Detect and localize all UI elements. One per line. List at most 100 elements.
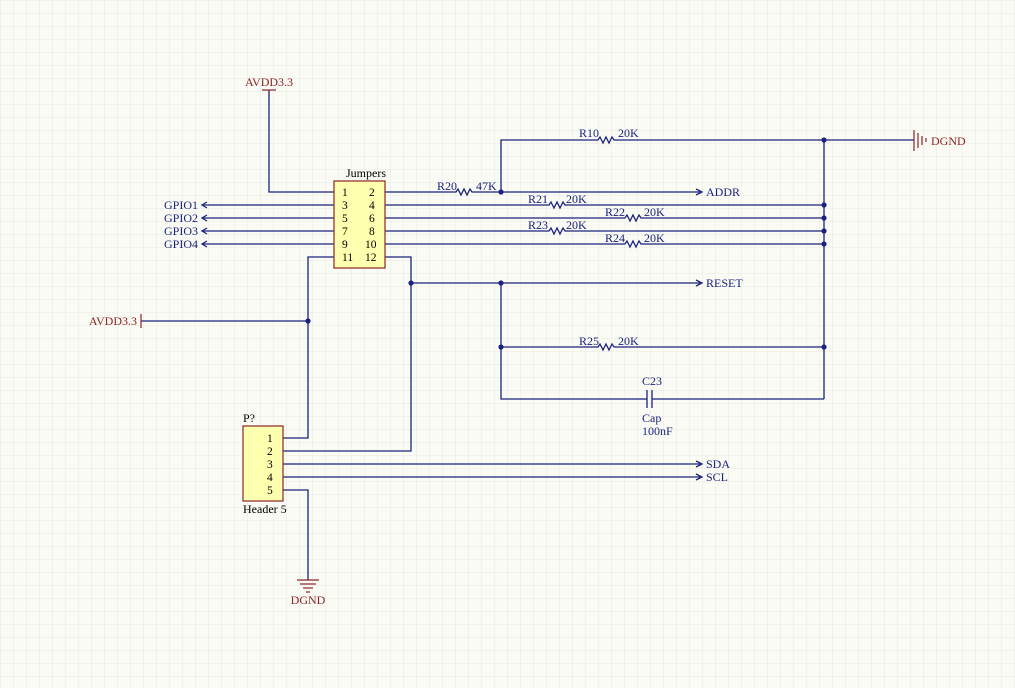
component-body — [242, 425, 284, 502]
resistor-icon — [606, 239, 643, 249]
port-addr[interactable]: ADDR — [695, 185, 740, 199]
resistor-r20[interactable]: R20 47K — [436, 179, 497, 197]
gpio-port-4[interactable]: GPIO4 — [164, 237, 208, 251]
pin-number: 7 — [342, 226, 348, 238]
pin-number: 9 — [342, 239, 348, 251]
resistor-value: 20K — [644, 231, 665, 245]
port-label: GPIO1 — [164, 198, 198, 212]
pin-number: 3 — [267, 459, 273, 471]
wire-reset-r25-c23[interactable] — [500, 283, 824, 400]
ground-icon — [297, 579, 319, 593]
port-scl[interactable]: SCL — [695, 470, 728, 484]
power-label: AVDD3.3 — [89, 314, 137, 328]
wire-r10-net[interactable] — [500, 139, 914, 192]
pin-number: 11 — [342, 252, 353, 264]
header-component[interactable]: P? 1 2 3 4 5 Header 5 — [242, 411, 287, 516]
port-arrow-icon — [695, 460, 704, 468]
port-arrow-icon — [695, 473, 704, 481]
resistor-value: 20K — [566, 218, 587, 232]
pin-number: 8 — [369, 226, 375, 238]
pin-number: 1 — [267, 433, 273, 445]
power-label: DGND — [931, 134, 966, 148]
resistor-icon — [530, 200, 567, 210]
pin-number: 6 — [369, 213, 375, 225]
junction — [821, 228, 827, 234]
wires — [141, 90, 914, 580]
junction — [498, 280, 504, 286]
pin-number: 4 — [267, 472, 273, 484]
port-label: GPIO3 — [164, 224, 198, 238]
resistor-value: 20K — [644, 205, 665, 219]
junction — [821, 215, 827, 221]
resistor-r22[interactable]: R22 20K — [605, 205, 665, 223]
junction — [305, 318, 311, 324]
resistor-value: 20K — [618, 334, 639, 348]
power-avdd-left[interactable]: AVDD3.3 — [89, 314, 142, 328]
resistor-ref: R24 — [605, 231, 625, 245]
wire-header5-dgnd[interactable] — [283, 489, 309, 580]
port-label: SCL — [706, 470, 728, 484]
resistor-ref: R23 — [528, 218, 548, 232]
wire-pin12-reset[interactable] — [283, 256, 412, 452]
component-name: Header 5 — [243, 502, 287, 516]
capacitor-ref: C23 — [642, 374, 662, 388]
junction — [408, 280, 414, 286]
port-arrow-icon — [200, 240, 208, 248]
junction — [821, 241, 827, 247]
port-label: SDA — [706, 457, 730, 471]
junction — [821, 202, 827, 208]
port-label: GPIO4 — [164, 237, 198, 251]
resistor-ref: R10 — [579, 126, 599, 140]
power-label: DGND — [291, 593, 326, 607]
pin-number: 3 — [342, 200, 348, 212]
gpio-port-3[interactable]: GPIO3 — [164, 224, 208, 238]
port-arrow-icon — [200, 227, 208, 235]
port-label: ADDR — [706, 185, 740, 199]
resistor-icon — [578, 135, 615, 145]
junctions — [305, 137, 827, 350]
resistor-r21[interactable]: R21 20K — [528, 192, 587, 210]
pin-number: 4 — [369, 200, 375, 212]
power-dgnd-bottom[interactable]: DGND — [291, 579, 326, 607]
port-arrow-icon — [695, 279, 704, 287]
resistor-r23[interactable]: R23 20K — [528, 218, 587, 236]
pin-number: 2 — [267, 446, 273, 458]
resistor-ref: R21 — [528, 192, 548, 206]
capacitor-type: Cap — [642, 411, 661, 425]
jumpers-component[interactable]: Jumpers 1 3 5 7 9 11 2 4 6 8 10 12 — [333, 166, 386, 269]
pin-number: 1 — [342, 187, 348, 199]
component-designator: P? — [243, 411, 255, 425]
resistor-ref: R22 — [605, 205, 625, 219]
port-sda[interactable]: SDA — [695, 457, 730, 471]
capacitor-value: 100nF — [642, 424, 673, 438]
wire-pin11-header1[interactable] — [283, 256, 334, 439]
gpio-port-1[interactable]: GPIO1 — [164, 198, 208, 212]
junction — [498, 344, 504, 350]
wire-avdd-to-jumper-pin1[interactable] — [268, 90, 334, 193]
port-arrow-icon — [200, 201, 208, 209]
resistor-icon — [530, 226, 567, 236]
pin-number: 5 — [342, 213, 348, 225]
capacitor-icon — [638, 390, 653, 408]
gpio-port-2[interactable]: GPIO2 — [164, 211, 208, 225]
pin-number: 2 — [369, 187, 375, 199]
resistor-ref: R25 — [579, 334, 599, 348]
junction — [498, 189, 504, 195]
port-reset[interactable]: RESET — [695, 276, 743, 290]
power-dgnd-right[interactable]: DGND — [913, 130, 966, 151]
resistor-r10[interactable]: R10 20K — [578, 126, 639, 145]
resistor-value: 20K — [618, 126, 639, 140]
port-label: RESET — [706, 276, 743, 290]
capacitor-c23[interactable]: C23 Cap 100nF — [638, 374, 673, 438]
junction — [821, 344, 827, 350]
power-label: AVDD3.3 — [245, 75, 293, 89]
junction — [821, 137, 827, 143]
resistor-r25[interactable]: R25 20K — [578, 334, 639, 352]
resistor-icon — [578, 342, 615, 352]
gpio-ports: GPIO1 GPIO2 GPIO3 GPIO4 — [164, 198, 208, 251]
resistor-value: 20K — [566, 192, 587, 206]
resistor-r24[interactable]: R24 20K — [605, 231, 665, 249]
power-avdd-top[interactable]: AVDD3.3 — [245, 75, 293, 91]
resistor-icon — [606, 213, 643, 223]
